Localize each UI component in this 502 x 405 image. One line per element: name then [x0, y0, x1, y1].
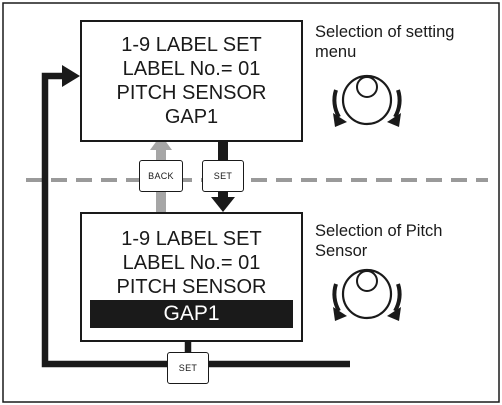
caption-line: Selection of Pitch — [315, 222, 443, 240]
dial-bottom-icon[interactable] — [331, 268, 403, 323]
screen-line: LABEL No.= 01 — [122, 251, 261, 274]
caption-line: menu — [315, 43, 357, 61]
loop-back-arrowhead — [62, 65, 80, 87]
lcd-screen-bottom: 1-9 LABEL SET LABEL No.= 01 PITCH SENSOR… — [80, 212, 303, 342]
caption-setting-menu: Selection of setting menu — [315, 22, 454, 62]
screen-line: 1-9 LABEL SET — [121, 34, 262, 56]
back-arrow-head — [150, 135, 172, 150]
screen-line: LABEL No.= 01 — [122, 58, 261, 80]
screen-line: PITCH SENSOR — [116, 82, 267, 104]
caption-pitch-sensor: Selection of Pitch Sensor — [315, 221, 443, 261]
screen-highlighted-line: GAP1 — [90, 299, 293, 328]
caption-line: Selection of setting — [315, 23, 455, 41]
screen-line: GAP1 — [164, 106, 219, 128]
set-button[interactable]: SET — [202, 160, 244, 192]
screen-line: PITCH SENSOR — [116, 275, 267, 298]
back-button[interactable]: BACK — [139, 160, 183, 192]
caption-line: Sensor — [315, 242, 368, 260]
dial-top-icon[interactable] — [331, 74, 403, 129]
lcd-screen-top: 1-9 LABEL SET LABEL No.= 01 PITCH SENSOR… — [80, 20, 303, 142]
set-arrow-head — [211, 197, 235, 212]
screen-line: 1-9 LABEL SET — [121, 227, 262, 250]
set-button-bottom[interactable]: SET — [167, 352, 209, 384]
